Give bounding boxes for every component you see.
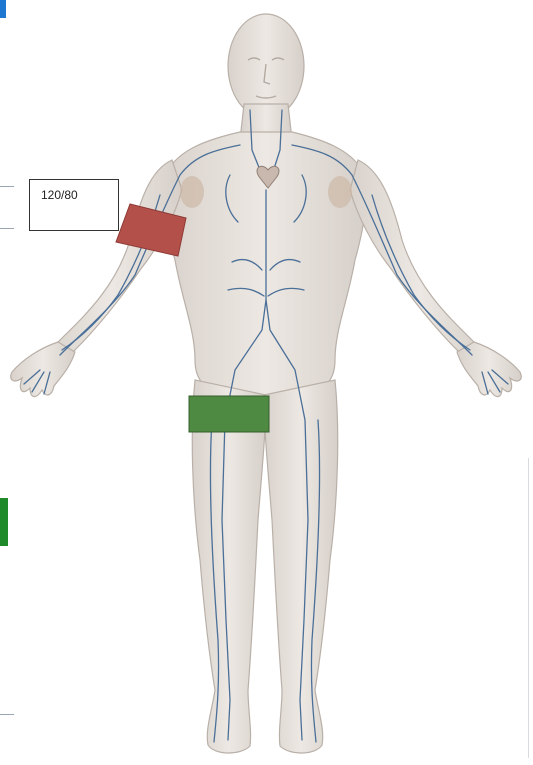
blood-pressure-value: 120/80 bbox=[41, 188, 78, 202]
body-silhouette bbox=[11, 14, 522, 753]
blood-pressure-readout: 120/80 bbox=[29, 179, 119, 231]
tourniquet-band-icon[interactable] bbox=[189, 396, 269, 432]
